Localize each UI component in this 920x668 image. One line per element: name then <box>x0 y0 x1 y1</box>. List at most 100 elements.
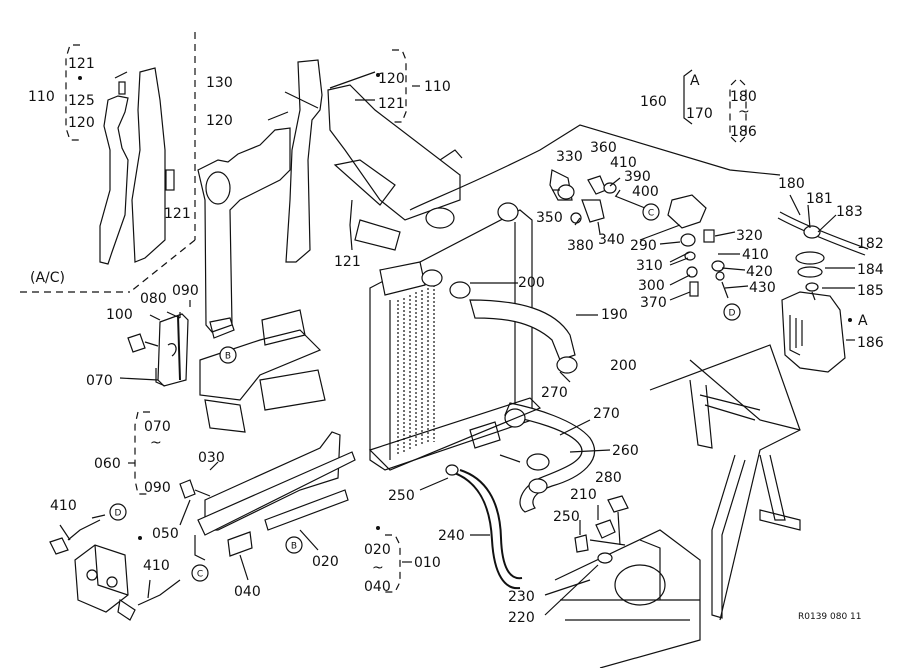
plate-tab <box>165 169 175 191</box>
callout: 250 <box>553 509 580 525</box>
dot <box>376 526 380 530</box>
drawing-code: R0139 080 11 <box>798 612 862 622</box>
callout: 280 <box>595 470 622 486</box>
callout: 410 <box>50 498 77 514</box>
washer <box>603 182 617 194</box>
nut <box>557 184 575 200</box>
bracket-rod <box>589 539 626 546</box>
upper-frame-plate <box>333 159 396 206</box>
drain-hose <box>451 471 521 590</box>
fitting <box>587 175 607 195</box>
callout: 182 <box>857 236 884 252</box>
group-bracket <box>729 79 737 143</box>
clamp <box>574 534 589 553</box>
callout: 100 <box>106 307 133 323</box>
reserve-tank <box>781 291 846 373</box>
group-bracket <box>385 534 401 593</box>
callout: 070 <box>86 373 113 389</box>
callout: 210 <box>570 487 597 503</box>
callout: 430 <box>749 280 776 296</box>
guard-clip <box>227 531 253 557</box>
group-bracket <box>392 49 407 123</box>
callout: 070 <box>144 419 171 435</box>
pipe <box>67 519 101 541</box>
hose-clamp <box>449 281 471 299</box>
ref-marker-b-label: B <box>225 352 231 362</box>
callout: A <box>690 73 700 89</box>
engine-frame <box>759 454 786 521</box>
engine-frame <box>649 344 801 621</box>
callout: 183 <box>836 204 863 220</box>
radiator-mount <box>469 421 501 449</box>
callout: ~ <box>372 560 384 576</box>
engine-outline <box>409 124 781 211</box>
fitting <box>689 281 699 297</box>
pipe <box>721 281 729 299</box>
callout: 121 <box>68 56 95 72</box>
hose-clamp <box>526 453 550 471</box>
callout: 040 <box>234 584 261 600</box>
callout: 060 <box>94 456 121 472</box>
callout: 240 <box>438 528 465 544</box>
callout: 160 <box>640 94 667 110</box>
ref-marker-c-label: C <box>648 209 654 219</box>
callout-labels: 121 110 125 120 121 130 120 120 121 110 … <box>28 56 884 626</box>
radiator-cap <box>425 207 455 229</box>
bolt-head <box>127 333 146 353</box>
drain-cock <box>445 464 459 476</box>
callout: 180 <box>778 176 805 192</box>
pipe <box>137 579 181 606</box>
callout: ~ <box>150 435 162 451</box>
callout: 360 <box>590 140 617 156</box>
nut <box>680 233 696 247</box>
washer <box>715 271 725 281</box>
condenser-flange <box>155 368 166 387</box>
stay-bushing <box>205 171 231 205</box>
tank-gasket <box>797 266 823 278</box>
valve-edge <box>94 544 129 596</box>
callout: 250 <box>388 488 415 504</box>
ref-marker-d <box>723 303 741 321</box>
lower-frame <box>639 539 661 600</box>
bracket <box>595 519 616 539</box>
condenser-plate <box>157 313 189 387</box>
callout: 090 <box>172 283 199 299</box>
callout: 020 <box>312 554 339 570</box>
callout: 120 <box>206 113 233 129</box>
callout: 186 <box>857 335 884 351</box>
separator-line <box>129 239 196 293</box>
condenser-frame-plate <box>259 369 326 411</box>
callout: 290 <box>630 238 657 254</box>
callout: 040 <box>364 579 391 595</box>
callout: 125 <box>68 93 95 109</box>
washer <box>597 552 613 564</box>
upper-frame-edge <box>439 149 463 161</box>
tank-nozzle <box>805 282 819 292</box>
pipe <box>91 514 106 519</box>
callout: 121 <box>378 96 405 112</box>
callout: ~ <box>738 104 750 120</box>
lower-hose <box>504 402 596 513</box>
radiator-core <box>369 209 533 471</box>
hose-clamp <box>421 269 443 287</box>
callout: 300 <box>638 278 665 294</box>
callout: 120 <box>378 71 405 87</box>
callout: 184 <box>857 262 884 278</box>
condenser-frame-foot <box>204 399 246 433</box>
hose-clamp <box>803 225 821 239</box>
radiator-fins <box>397 285 435 455</box>
callout: 410 <box>742 247 769 263</box>
guard-seal <box>264 489 349 531</box>
callout: (A/C) <box>30 270 65 286</box>
group-bracket <box>134 411 150 495</box>
callout: 120 <box>68 115 95 131</box>
ref-marker-d-label: D <box>115 509 122 519</box>
callout: 030 <box>198 450 225 466</box>
callout: 320 <box>736 228 763 244</box>
callout: 080 <box>140 291 167 307</box>
callout: 230 <box>508 589 535 605</box>
fitting <box>703 229 715 243</box>
callout: 310 <box>636 258 663 274</box>
upright-bracket <box>285 59 323 263</box>
upper-frame-foot <box>354 219 401 251</box>
